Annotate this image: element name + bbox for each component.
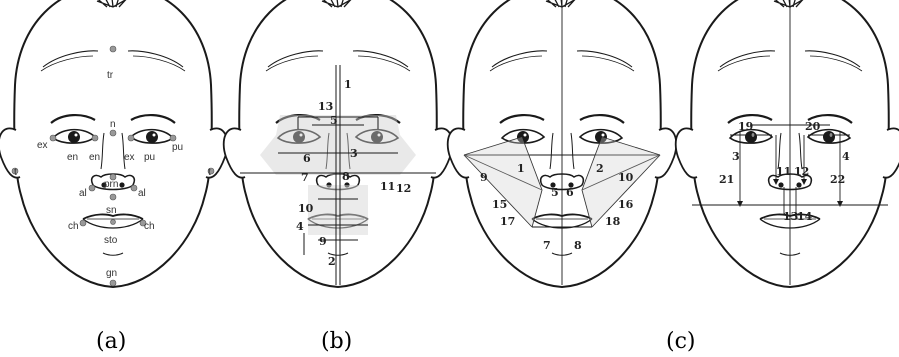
measure-c1-2: 2 (596, 162, 604, 175)
landmark-ch-right: ch (144, 221, 155, 232)
measure-12: 12 (396, 182, 411, 195)
measure-c1-5: 5 (551, 186, 559, 199)
measure-c2-4: 4 (842, 150, 850, 163)
measure-6: 6 (303, 152, 311, 165)
landmark-n: n (110, 119, 116, 130)
landmark-en-right: ex (124, 152, 135, 163)
landmark-sn: sn (106, 205, 117, 216)
measure-2: 2 (328, 255, 336, 268)
face-b-measurements (224, 0, 453, 287)
landmark-pu-left: en (67, 152, 78, 163)
landmark-prn: prn (104, 179, 118, 190)
measure-4: 4 (296, 220, 304, 233)
landmark-al-left: al (79, 188, 87, 199)
measure-13: 13 (318, 100, 333, 113)
caption-b: (b) (321, 329, 352, 354)
measure-c2-19: 19 (738, 120, 753, 133)
measure-9: 9 (319, 235, 327, 248)
measure-c2-3: 3 (732, 150, 740, 163)
landmark-gn: gn (106, 268, 117, 279)
landmark-t-right: t (208, 167, 211, 178)
measure-11: 11 (380, 180, 395, 193)
measure-c1-7: 7 (543, 239, 551, 252)
landmark-pu-right: pu (144, 152, 155, 163)
measure-c1-8: 8 (574, 239, 582, 252)
measure-c1-9: 9 (480, 171, 488, 184)
landmark-tr: tr (107, 70, 114, 81)
landmark-ch-left: ch (68, 221, 79, 232)
measure-c1-17: 17 (500, 215, 515, 228)
measure-8: 8 (342, 170, 350, 183)
measure-c1-15: 15 (492, 198, 507, 211)
face-c1-measurements (448, 0, 677, 287)
measure-c1-16: 16 (618, 198, 634, 211)
measure-7: 7 (301, 171, 309, 184)
measure-3: 3 (350, 147, 358, 160)
measure-c2-11: 11 (776, 165, 791, 178)
measure-5: 5 (330, 114, 338, 127)
landmark-al-right: al (138, 188, 146, 199)
caption-a: (a) (96, 329, 126, 354)
measure-c2-22: 22 (830, 173, 845, 186)
landmark-ex-right: pu (172, 142, 183, 153)
measure-c1-6: 6 (566, 186, 574, 199)
measure-c1-10: 10 (618, 171, 634, 184)
measure-c2-14: 14 (797, 210, 813, 223)
caption-c: (c) (666, 329, 696, 354)
landmark-en-left: en (89, 152, 100, 163)
landmark-t-left: t (14, 167, 17, 178)
measure-c2-21: 21 (719, 173, 734, 186)
landmark-ex-left: ex (37, 140, 48, 151)
measure-c1-18: 18 (605, 215, 621, 228)
measure-c1-1: 1 (517, 162, 525, 175)
measure-10: 10 (298, 202, 314, 215)
landmark-sto: sto (104, 235, 118, 246)
measure-1: 1 (344, 78, 352, 91)
face-c2-measurements (676, 0, 899, 287)
measure-c2-20: 20 (805, 120, 821, 133)
measure-c2-12: 12 (794, 165, 809, 178)
